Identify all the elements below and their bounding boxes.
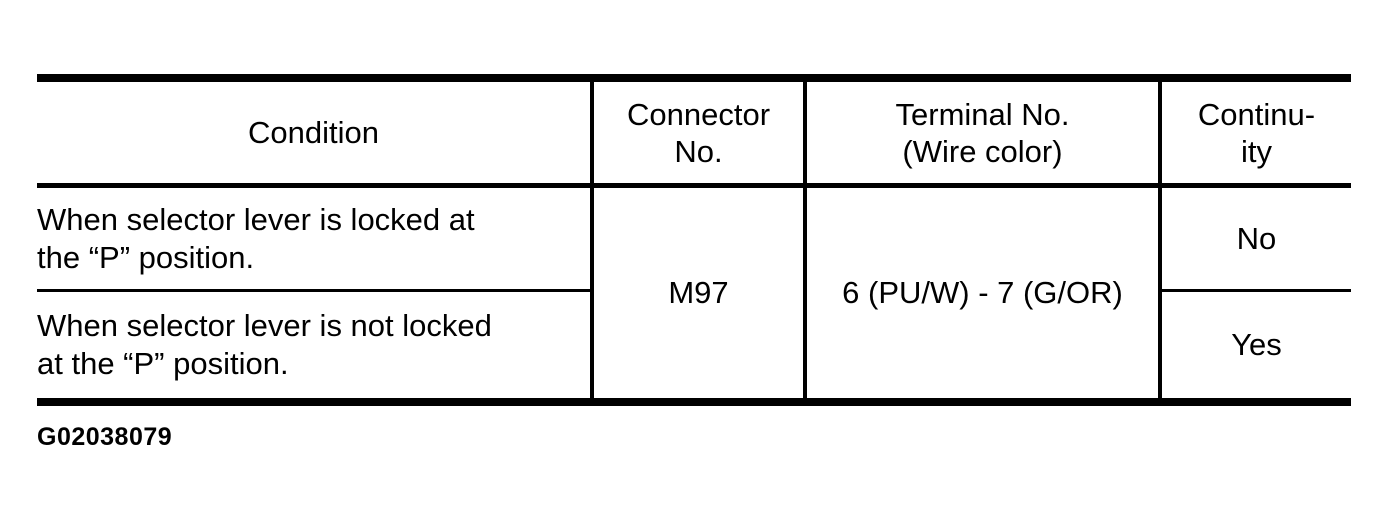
header-row: Condition Connector No. Terminal No. (Wi… xyxy=(37,74,1351,188)
figure-id: G02038079 xyxy=(37,423,173,451)
condition-cell-not-locked: When selector lever is not locked at the… xyxy=(37,290,594,406)
header-continuity: Continu- ity xyxy=(1160,74,1351,188)
header-terminal-no: Terminal No. (Wire color) xyxy=(805,74,1162,188)
header-condition: Condition xyxy=(37,74,594,188)
condition-cell-locked: When selector lever is locked at the “P”… xyxy=(37,185,594,292)
continuity-spec-table: Condition Connector No. Terminal No. (Wi… xyxy=(37,74,1351,406)
header-connector-no: Connector No. xyxy=(592,74,807,188)
table-row-locked: When selector lever is locked at the “P”… xyxy=(37,185,1351,406)
connector-no-cell: M97 xyxy=(592,185,807,406)
terminal-no-cell: 6 (PU/W) - 7 (G/OR) xyxy=(805,185,1162,406)
continuity-cell-no: No xyxy=(1160,185,1351,292)
table-row-not-locked: When selector lever is not locked at the… xyxy=(37,290,1351,406)
continuity-cell-yes: Yes xyxy=(1160,290,1351,406)
